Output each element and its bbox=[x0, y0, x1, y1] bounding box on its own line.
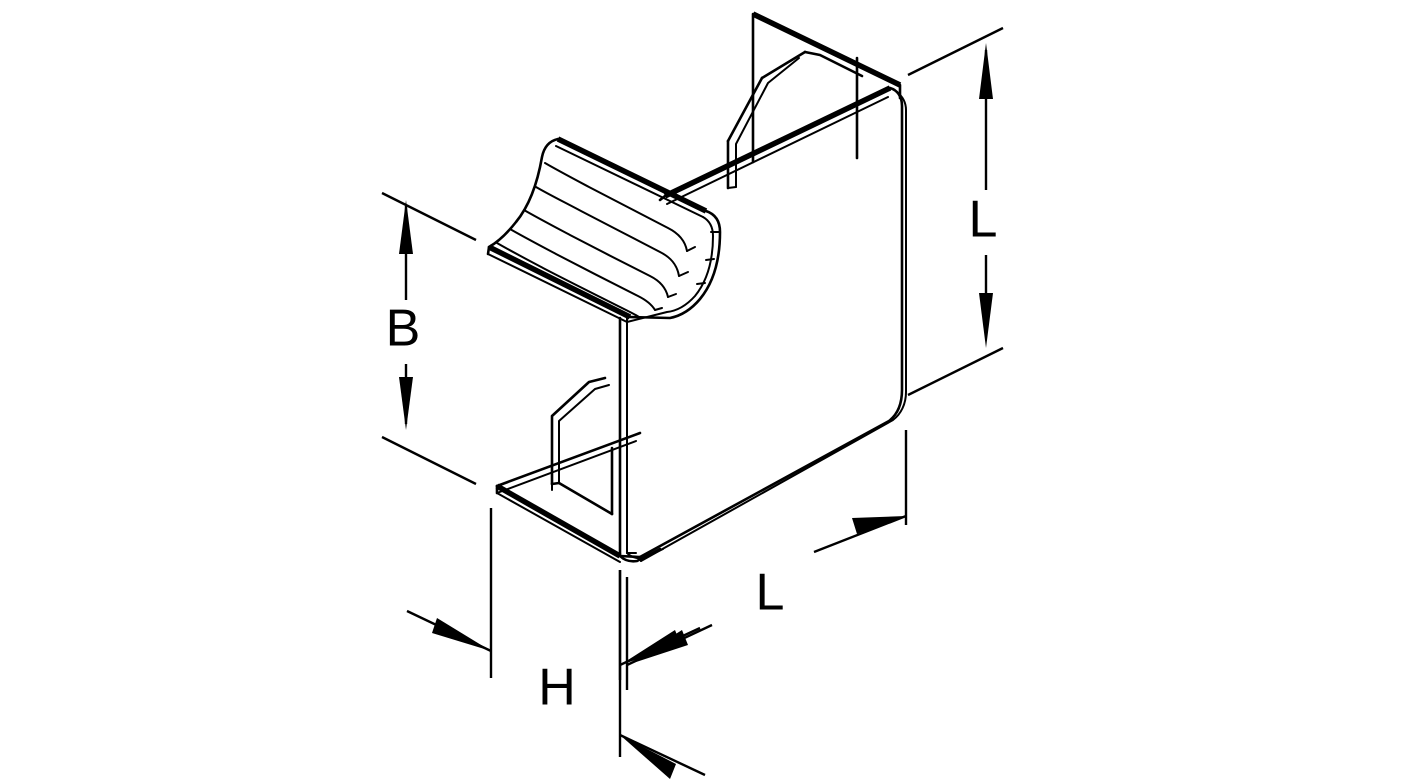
dimension-B: B bbox=[381, 191, 477, 486]
dimension-Lv-ext-bottom bbox=[907, 346, 1004, 397]
front-inner-flap bbox=[550, 376, 614, 516]
dimension-H-arrow-right-upper bbox=[627, 630, 688, 665]
dimension-H-arrow-left bbox=[432, 618, 491, 651]
dimension-Lv-label: L bbox=[969, 191, 998, 249]
dimension-B-ext-top bbox=[381, 191, 477, 242]
rear-inner-flap bbox=[726, 50, 864, 190]
dimension-B-ext-bottom bbox=[381, 435, 477, 486]
dimension-L-vertical: L bbox=[907, 26, 1004, 397]
dimension-B-arrow-top bbox=[399, 200, 413, 254]
dimension-Lh-label: L bbox=[756, 564, 785, 622]
dimension-H-leader-right-lower bbox=[619, 733, 706, 777]
bottom-fold-corner bbox=[618, 547, 664, 563]
dimension-Lh-arrow-left bbox=[620, 630, 681, 665]
dimension-Lv-arrow-top bbox=[979, 43, 993, 99]
dimension-L-horizontal: L bbox=[618, 430, 908, 680]
dimension-Lv-arrow-bottom bbox=[979, 293, 993, 348]
part-geometry bbox=[486, 11, 907, 563]
dimension-H: H bbox=[406, 508, 713, 779]
dimension-Lh-arrow-right bbox=[852, 516, 906, 534]
dimension-H-arrow-right-lower bbox=[620, 735, 676, 779]
dimension-B-arrow-bottom bbox=[399, 377, 413, 430]
ribbed-transition-panel bbox=[486, 136, 722, 323]
front-panel-left-edge bbox=[618, 316, 642, 559]
dimension-Lh-leader-right bbox=[813, 514, 907, 554]
dimension-H-label: H bbox=[538, 659, 576, 717]
dimension-B-label: B bbox=[386, 300, 421, 358]
dimension-Lv-ext-top bbox=[907, 26, 1004, 77]
